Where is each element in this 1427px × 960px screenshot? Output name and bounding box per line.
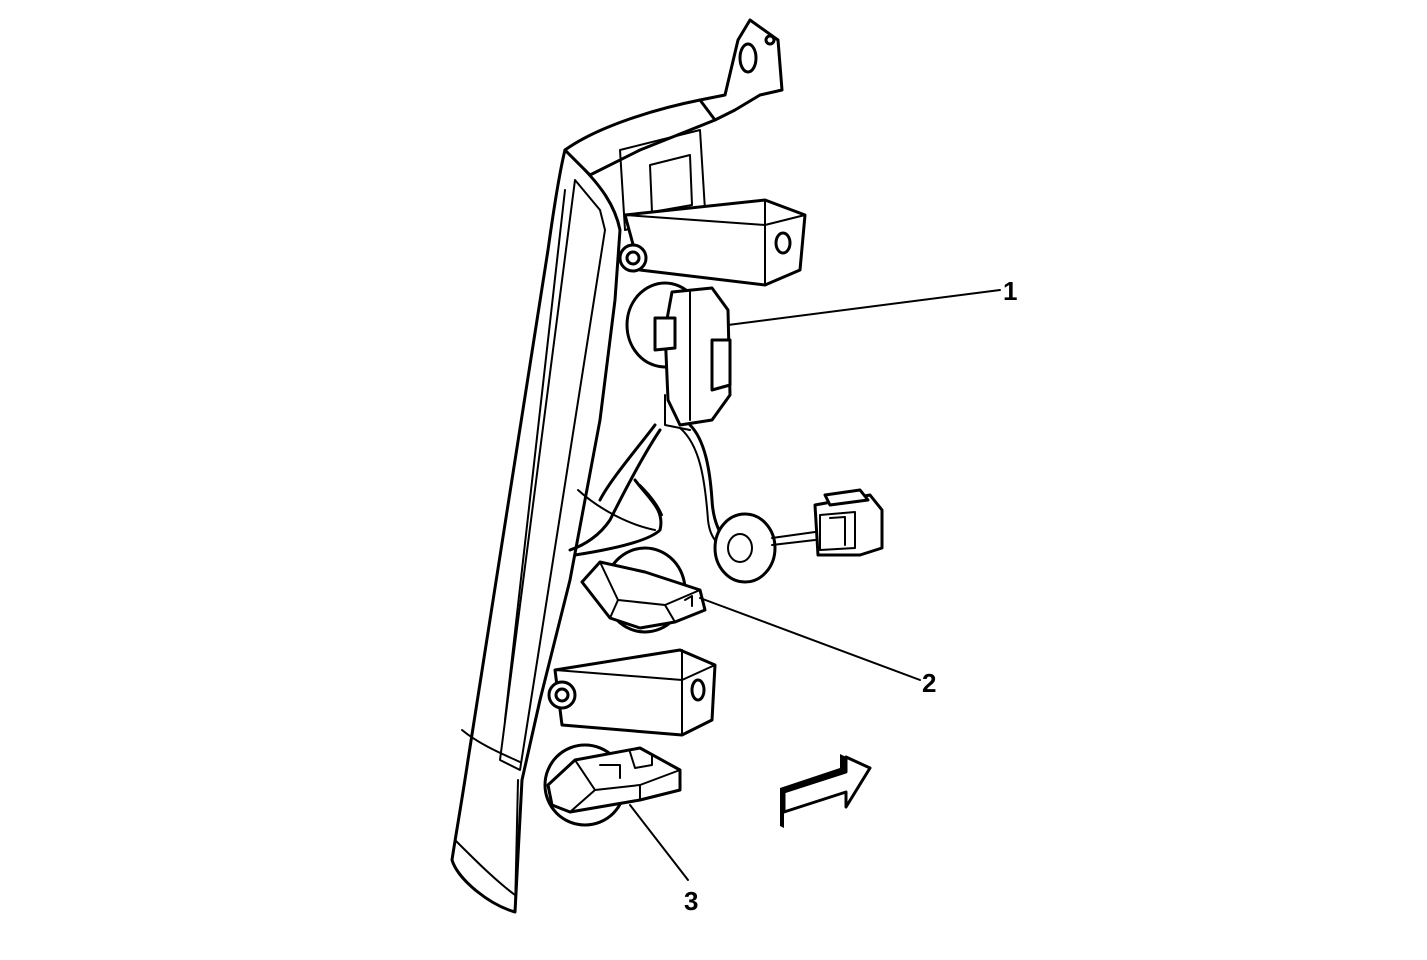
upper-bracket-block: [618, 198, 807, 287]
harness-grommet-connector: [713, 488, 884, 584]
callout-1: 1: [1003, 276, 1017, 306]
bulb-socket-upper: [625, 281, 732, 431]
direction-arrow-icon: [780, 754, 872, 828]
leader-line-3: [629, 804, 689, 881]
callout-2: 2: [922, 668, 936, 698]
bulb-socket-lower: [543, 743, 682, 827]
bulb-socket-middle: [580, 546, 707, 634]
upper-mounting-bracket: [563, 18, 784, 231]
mounting-hole: [738, 42, 758, 74]
leader-line-1: [727, 289, 1001, 326]
lamp-lens-housing: [450, 148, 622, 914]
callout-leaders: [629, 289, 1001, 881]
callout-3: 3: [684, 886, 698, 916]
leader-line-2: [699, 597, 921, 681]
lower-bracket-block: [547, 648, 717, 737]
